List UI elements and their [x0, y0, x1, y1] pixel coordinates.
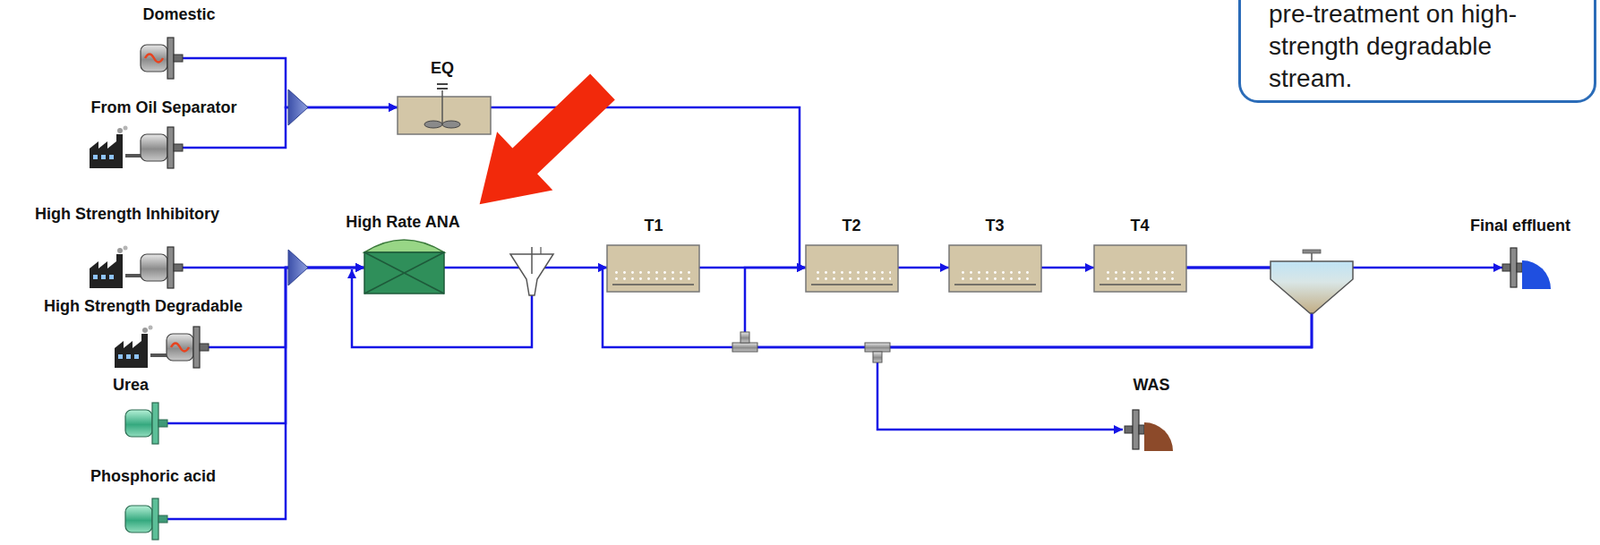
sludge-outfall: WAS — [1122, 409, 1180, 454]
equipment-label: EQ — [430, 58, 454, 78]
aeration-tank: T3 — [949, 245, 1042, 292]
dosing-pump: Phosphoric acid — [125, 498, 168, 540]
settler-symbol — [510, 247, 554, 296]
equipment-label: From Oil Separator — [90, 97, 237, 118]
equipment-label: Phosphoric acid — [90, 466, 216, 487]
aeration-tank: T2 — [805, 245, 899, 292]
source-factory: High Strength Inhibitory — [89, 247, 183, 289]
tee-fitting — [732, 332, 890, 363]
flow-line — [167, 267, 365, 424]
source-factory: From Oil Separator — [89, 127, 183, 169]
anaerobic-reactor — [364, 239, 445, 294]
recycle-line — [351, 269, 532, 348]
aeration-tank: T1 — [607, 245, 700, 292]
equipment-label: High Strength Degradable — [43, 296, 243, 317]
flow-line — [898, 266, 950, 270]
source-factory: High Strength Degradable — [114, 326, 209, 368]
equalisation-tank — [397, 84, 491, 135]
effluent-outfall: Final effluent — [1502, 247, 1554, 292]
mixer-symbol — [288, 249, 309, 286]
outfall-icon — [1124, 248, 1551, 452]
pointer-arrow — [452, 57, 632, 233]
callout-box: pre-treatment on high- strength degradab… — [1238, 0, 1597, 103]
source-pump: Domestic — [140, 37, 183, 79]
equipment-label: T3 — [984, 215, 1004, 236]
equalisation-tank: EQ — [397, 96, 491, 135]
flow-line — [744, 267, 1312, 348]
callout-text: pre-treatment on high- strength degradab… — [1268, 0, 1538, 95]
equipment-label: Final effluent — [1470, 215, 1571, 236]
equipment-label: T2 — [841, 215, 861, 236]
equipment-label: T4 — [1129, 215, 1149, 236]
equipment-label: Domestic — [142, 4, 215, 25]
equipment-label: T1 — [643, 215, 663, 236]
mixer-symbol — [288, 89, 309, 126]
equipment-label: Urea — [112, 375, 149, 395]
clarifier-symbol — [1270, 249, 1353, 314]
reactor-vessel: High Rate ANA — [364, 238, 445, 294]
equipment-label: High Rate ANA — [345, 212, 460, 232]
dosing-pump: Urea — [125, 402, 168, 445]
aeration-tank: T4 — [1094, 245, 1187, 292]
aeration-tank — [607, 245, 1187, 292]
equipment-label: WAS — [1132, 375, 1170, 395]
flow-line — [602, 267, 1312, 348]
equipment-label: High Strength Inhibitory — [34, 204, 220, 224]
flow-line — [1041, 266, 1095, 270]
